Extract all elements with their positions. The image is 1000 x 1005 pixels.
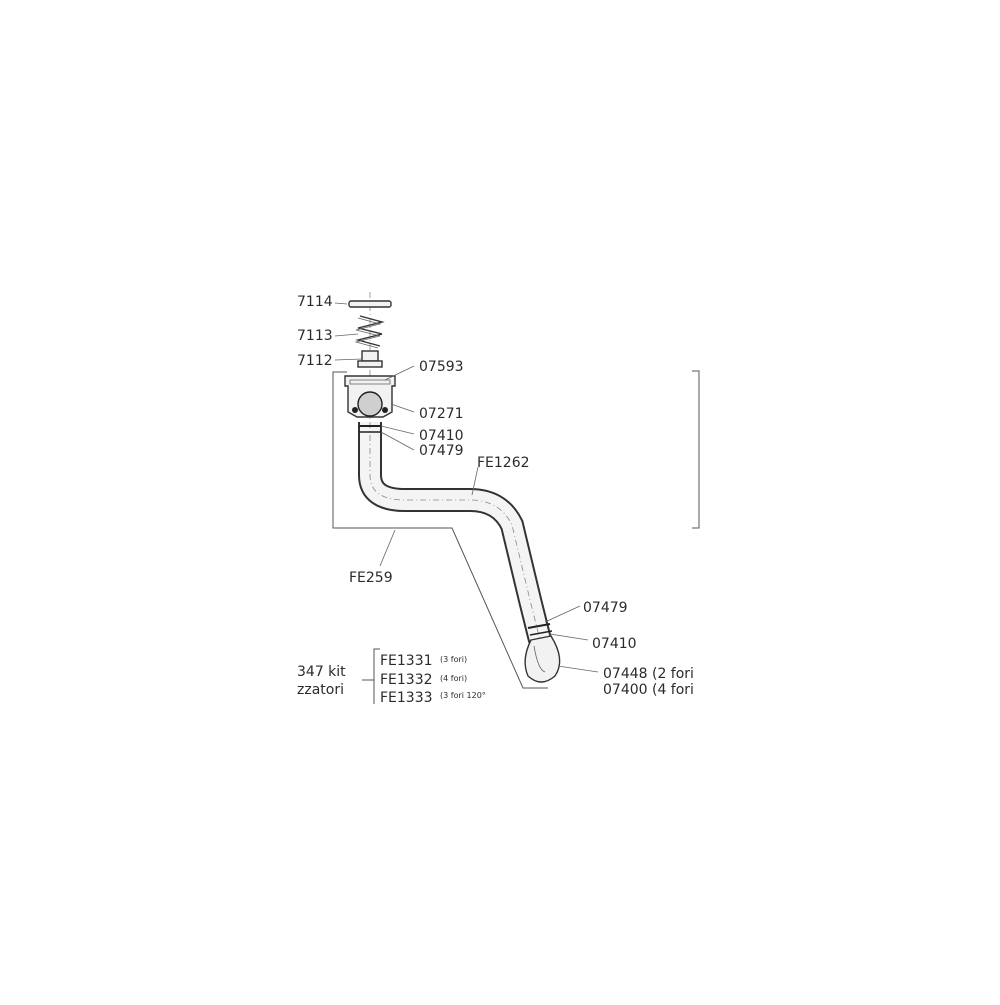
label-FE1262: FE1262 (477, 455, 530, 471)
label-7113: 7113 (297, 328, 333, 344)
label-FE1333: FE1333 (380, 690, 433, 706)
part-nozzle (524, 635, 561, 683)
part-spring (354, 315, 385, 349)
part-nut (357, 350, 383, 368)
label-FE259: FE259 (349, 570, 393, 586)
bracket-FE259 (332, 371, 548, 689)
kit-bracket (373, 648, 380, 704)
label-07593: 07593 (419, 359, 464, 375)
label-FE1331: FE1331 (380, 653, 433, 669)
label-07410-bottom: 07410 (592, 636, 637, 652)
part-washer (348, 300, 392, 308)
note-FE1331: (3 fori) (440, 655, 467, 664)
label-07448: 07448 (2 fori (603, 666, 694, 682)
bracket-right (692, 370, 700, 529)
note-FE1332: (4 fori) (440, 674, 467, 683)
label-kit: 347 kit (297, 664, 346, 680)
oring-left (352, 407, 358, 413)
label-7114: 7114 (297, 294, 333, 310)
label-07410-top: 07410 (419, 428, 464, 444)
part-housing (344, 375, 396, 418)
label-07479-bottom: 07479 (583, 600, 628, 616)
label-kit-sub: zzatori (297, 682, 344, 698)
label-07479-top: 07479 (419, 443, 464, 459)
label-FE1332: FE1332 (380, 672, 433, 688)
label-07271: 07271 (419, 406, 464, 422)
note-FE1333: (3 fori 120° (440, 691, 486, 700)
oring-right (382, 407, 388, 413)
label-07400: 07400 (4 fori (603, 682, 694, 698)
label-7112: 7112 (297, 353, 333, 369)
